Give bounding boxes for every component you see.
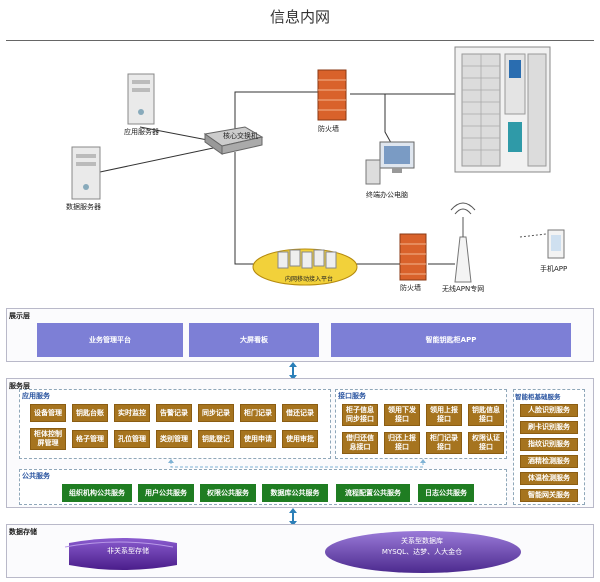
arrow-display-service [289,362,297,380]
display-layer: 展示层 业务管理平台 大屏看板 智能钥匙柜APP [6,308,594,362]
public-service-cell: 组织机构公共服务 [62,484,132,502]
interface-service-cell: 柜门记录接口 [426,432,462,454]
nonrelational-db-icon [64,538,177,570]
app-service-cell: 孔位管理 [114,430,150,448]
app-service-cell: 同步记录 [198,404,234,422]
nonrelational-label: 非关系型存储 [107,547,149,555]
interface-services-title: 接口服务 [338,392,366,400]
app-service-cell: 使用申请 [240,430,276,448]
cabinet-app-block: 智能钥匙柜APP [331,323,571,357]
interface-service-cell: 钥匙信息接口 [468,404,504,426]
cabinet-service-cell: 体温检测服务 [520,472,578,485]
cabinet-services-group: 智能柜基础服务 人脸识别服务 刷卡识别服务 指纹识别服务 酒精检测服务 体温检测… [513,389,585,505]
firewall-bottom-icon [399,233,427,281]
cabinet-services-title: 智能柜基础服务 [515,393,561,401]
mobile-app-label: 手机APP [540,265,568,273]
platform-label: 内网移动接入平台 [285,276,334,283]
app-service-cell: 告警记录 [156,404,192,422]
biz-platform-block: 业务管理平台 [37,323,183,357]
app-services-group: 应用服务 设备管理 钥匙台账 实时监控 告警记录 同步记录 柜门记录 借还记录 … [19,389,331,459]
public-services-group: 公共服务 组织机构公共服务 用户公共服务 权限公共服务 数据库公共服务 流程配置… [19,469,507,505]
app-service-cell: 设备管理 [30,404,66,422]
app-service-cell: 钥匙登记 [198,430,234,448]
wireless-apn-label: 无线APN专网 [442,285,485,293]
db-server-icon [71,146,101,200]
platform-icon [252,248,358,286]
relational-db-icon [325,531,521,573]
interface-service-cell: 借归还信息接口 [342,432,378,454]
app-service-cell: 格子管理 [72,430,108,448]
display-layer-title: 展示层 [9,312,30,320]
interface-service-cell: 柜子信息同步接口 [342,404,378,426]
wireless-antenna-icon [450,202,476,283]
app-service-cell: 使用审批 [282,430,318,448]
public-service-cell: 数据库公共服务 [262,484,328,502]
public-service-cell: 日志公共服务 [418,484,474,502]
interface-services-group: 接口服务 柜子信息同步接口 领用下发接口 领用上报接口 钥匙信息接口 借归还信息… [335,389,507,459]
app-service-cell: 类别管理 [156,430,192,448]
cabinet-service-cell: 智能网关服务 [520,489,578,502]
service-layer-title: 服务层 [9,382,30,390]
public-service-cell: 流程配置公共服务 [336,484,410,502]
relational-subtitle: MYSQL、达梦、人大金仓 [381,548,463,556]
interface-service-cell: 归还上报接口 [384,432,420,454]
app-service-cell: 柜体控制屏管理 [30,428,66,450]
storage-layer: 数据存储 非关系型存储 关系型数据库 MYSQL、达梦、人大金仓 [6,524,594,578]
public-service-cell: 用户公共服务 [138,484,194,502]
firewall-top-label: 防火墙 [318,125,339,133]
app-service-cell: 借还记录 [282,404,318,422]
interface-service-cell: 权限认证接口 [468,432,504,454]
app-service-cell: 柜门记录 [240,404,276,422]
app-services-title: 应用服务 [22,392,50,400]
core-switch-icon [203,126,264,155]
core-switch-label: 核心交换机 [223,132,258,140]
cabinet-service-cell: 酒精检测服务 [520,455,578,468]
public-service-cell: 权限公共服务 [200,484,256,502]
terminal-pc-label: 终端办公电脑 [366,191,408,199]
app-service-cell: 实时监控 [114,404,150,422]
service-layer: 服务层 应用服务 设备管理 钥匙台账 实时监控 告警记录 同步记录 柜门记录 借… [6,378,594,508]
app-service-cell: 钥匙台账 [72,404,108,422]
service-connector [168,459,426,468]
terminal-pc-icon [365,141,415,185]
page-title: 信息内网 [269,8,330,26]
db-server-label: 数据服务器 [66,203,101,211]
firewall-top-icon [317,69,347,121]
arrow-service-storage [289,508,297,526]
network-diagram [71,46,565,286]
cabinet-service-cell: 刷卡识别服务 [520,421,578,434]
relational-title: 关系型数据库 [401,537,443,545]
interface-service-cell: 领用下发接口 [384,404,420,426]
storage-layer-title: 数据存储 [9,528,37,536]
firewall-bottom-label: 防火墙 [400,284,421,292]
cabinet-service-cell: 指纹识别服务 [520,438,578,451]
public-services-title: 公共服务 [22,472,50,480]
interface-service-cell: 领用上报接口 [426,404,462,426]
key-cabinet-icon [454,46,551,173]
cabinet-service-cell: 人脸识别服务 [520,404,578,417]
app-server-icon [127,73,155,125]
big-screen-block: 大屏看板 [189,323,319,357]
mobile-phone-icon [519,229,565,259]
title-divider [6,40,594,41]
app-server-label: 应用服务器 [124,128,159,136]
